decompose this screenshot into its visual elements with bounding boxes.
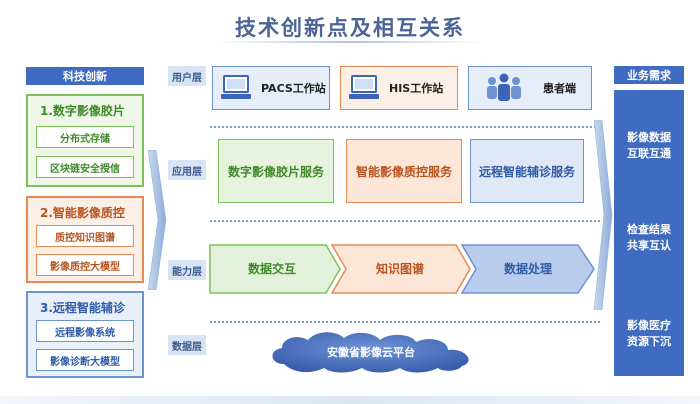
capability-chevrons	[209, 244, 595, 294]
group-title: 3.远程智能辅诊	[40, 301, 125, 315]
need-item: 影像医疗 资源下沉	[614, 318, 684, 350]
capability-data-exchange: 数据交互	[247, 262, 296, 276]
capability-knowledge-graph: 知识图谱	[375, 262, 424, 276]
pacs-label: PACS工作站	[261, 82, 326, 95]
group-title: 2.智能影像质控	[40, 206, 125, 220]
separator	[210, 220, 600, 222]
chevron-data-exchange	[209, 244, 341, 294]
his-label: HIS工作站	[389, 82, 444, 95]
separator	[210, 126, 600, 128]
need-line: 影像医疗	[627, 319, 671, 332]
layer-label-user: 用户层	[168, 66, 206, 86]
service-digital-film: 数字影像胶片服务	[218, 139, 334, 203]
patient-label: 患者端	[543, 82, 576, 95]
need-item: 影像数据 互联互通	[614, 130, 684, 162]
cloud-platform-label: 安徽省影像云平台	[327, 346, 415, 359]
group-item: 区块链安全授信	[36, 156, 134, 178]
computer-icon	[221, 75, 251, 99]
chevron-data-processing	[460, 244, 595, 294]
group-title: 1.数字影像胶片	[40, 104, 125, 118]
group-quality-control: 2.智能影像质控 质控知识图谱 影像质控大模型	[26, 196, 144, 283]
pacs-workstation: PACS工作站	[212, 66, 330, 110]
service-remote-diagnosis: 远程智能辅诊服务	[470, 139, 584, 203]
cloud-icon	[272, 332, 469, 373]
patients-icon	[487, 73, 521, 101]
group-digital-film: 1.数字影像胶片 分布式存储 区块链安全授信	[26, 94, 144, 187]
group-item: 质控知识图谱	[36, 225, 134, 247]
group-item: 分布式存储	[36, 126, 134, 148]
left-column-header: 科技创新	[26, 67, 144, 85]
capability-data-processing: 数据处理	[503, 262, 552, 276]
group-item: 影像质控大模型	[36, 254, 134, 276]
need-line: 共享互认	[627, 239, 671, 252]
service-quality-control: 智能影像质控服务	[346, 139, 462, 203]
business-needs-panel: 影像数据 互联互通 检查结果 共享互认 影像医疗 资源下沉	[614, 90, 684, 376]
group-item: 远程影像系统	[36, 320, 134, 342]
need-line: 资源下沉	[627, 335, 671, 348]
his-workstation: HIS工作站	[340, 66, 458, 110]
need-line: 影像数据	[627, 131, 671, 144]
need-line: 互联互通	[627, 147, 671, 160]
layer-label-capability: 能力层	[168, 260, 206, 280]
separator	[210, 321, 600, 323]
patient-terminal: 患者端	[468, 66, 592, 110]
right-chevron-connector	[593, 120, 613, 310]
chevron-knowledge-graph	[330, 244, 471, 294]
layer-label-app: 应用层	[168, 160, 206, 180]
need-item: 检查结果 共享互认	[614, 222, 684, 254]
layer-label-data: 数据层	[168, 335, 206, 355]
computer-icon	[349, 75, 379, 99]
bottom-bar	[0, 396, 700, 404]
title-underline	[215, 41, 485, 43]
group-item: 影像诊断大模型	[36, 349, 134, 371]
right-column-header: 业务需求	[614, 66, 684, 84]
need-line: 检查结果	[627, 223, 671, 236]
group-remote-diagnosis: 3.远程智能辅诊 远程影像系统 影像诊断大模型	[26, 291, 144, 378]
page-title: 技术创新点及相互关系	[235, 16, 465, 40]
left-chevron-connector	[147, 150, 167, 290]
